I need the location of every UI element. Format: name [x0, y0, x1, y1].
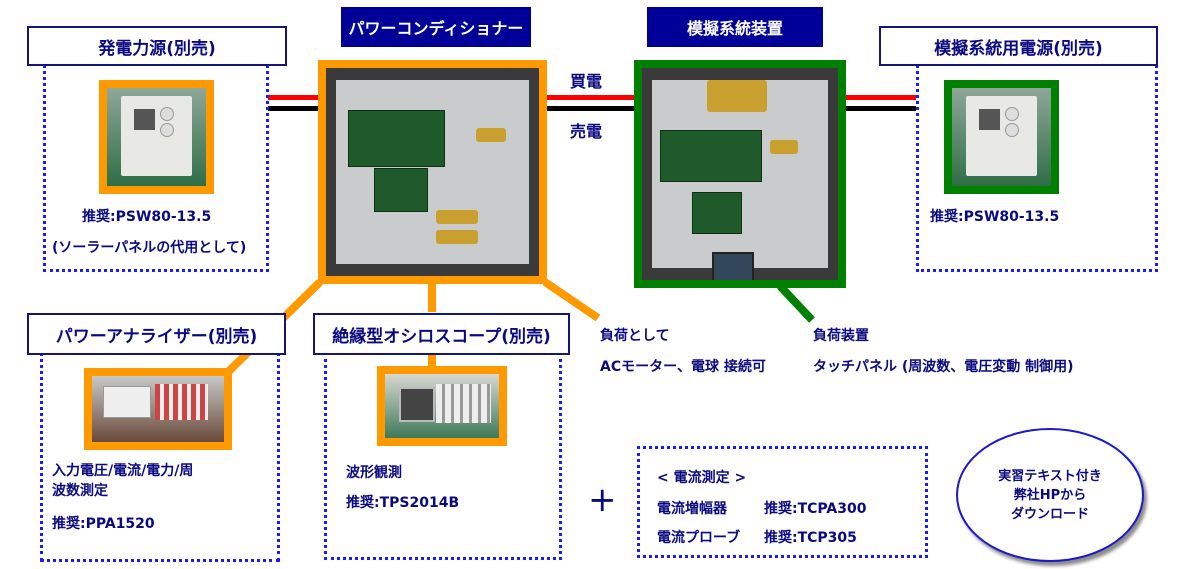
power-conditioner-photo — [318, 60, 547, 284]
sell-power-label: 売電 — [570, 122, 603, 141]
grid-power-source-title: 模擬系統用電源(別売) — [879, 26, 1158, 66]
oscilloscope-desc: 波形観測 — [346, 465, 402, 481]
power-conditioner-banner: パワーコンディショナー — [341, 7, 531, 47]
power-source-note: (ソーラーパネルの代用として) — [52, 240, 247, 256]
power-analyzer-desc-2: 波数測定 — [52, 483, 108, 499]
download-badge: 実習テキスト付き 弊社HPから ダウンロード — [956, 428, 1144, 562]
oscilloscope-title: 絶縁型オシロスコープ(別売) — [313, 313, 570, 355]
load-device-desc: タッチパネル (周波数、電圧変動 制御用) — [813, 359, 1074, 375]
power-analyzer-desc-1: 入力電圧/電流/電力/周 — [52, 463, 194, 479]
connector-load-device — [777, 283, 815, 323]
power-analyzer-photo — [84, 368, 232, 450]
grid-power-source-photo — [944, 80, 1059, 194]
load-device-title: 負荷装置 — [813, 328, 869, 344]
power-analyzer-title: パワーアナライザー(別売) — [27, 313, 286, 355]
wire-red-left — [268, 95, 320, 100]
wire-black-right — [844, 106, 916, 111]
buy-power-label: 買電 — [570, 72, 603, 91]
load-note-desc: ACモーター、電球 接続可 — [600, 359, 766, 375]
wire-red-right — [844, 95, 916, 100]
current-measurement-box — [637, 446, 928, 558]
current-probe-recommend: 推奨:TCP305 — [764, 530, 857, 546]
power-source-photo — [99, 80, 214, 194]
plus-sign: + — [588, 480, 617, 520]
oscilloscope-photo — [377, 366, 507, 446]
oscilloscope-recommend: 推奨:TPS2014B — [346, 495, 460, 511]
download-badge-line2: 弊社HPから — [1013, 487, 1087, 503]
load-note-title: 負荷として — [600, 328, 670, 344]
grid-simulator-banner: 模擬系統装置 — [647, 7, 823, 47]
touch-panel-screen — [712, 252, 754, 280]
grid-power-source-recommend: 推奨:PSW80-13.5 — [930, 209, 1060, 225]
current-probe-label: 電流プローブ — [657, 530, 741, 546]
power-analyzer-recommend: 推奨:PPA1520 — [52, 516, 155, 532]
power-source-title: 発電力源(別売) — [27, 26, 287, 66]
wire-black-left — [268, 106, 320, 111]
current-amplifier-label: 電流増幅器 — [657, 501, 727, 517]
connector-load — [542, 278, 601, 322]
download-badge-line1: 実習テキスト付き — [998, 468, 1102, 484]
grid-simulator-photo — [634, 60, 846, 288]
wire-red-middle — [546, 95, 636, 100]
wire-black-middle — [546, 106, 636, 111]
current-measurement-title: < 電流測定 > — [657, 470, 747, 486]
download-badge-line3: ダウンロード — [1010, 506, 1089, 522]
power-source-recommend: 推奨:PSW80-13.5 — [82, 209, 212, 225]
current-amplifier-recommend: 推奨:TCPA300 — [764, 501, 867, 517]
